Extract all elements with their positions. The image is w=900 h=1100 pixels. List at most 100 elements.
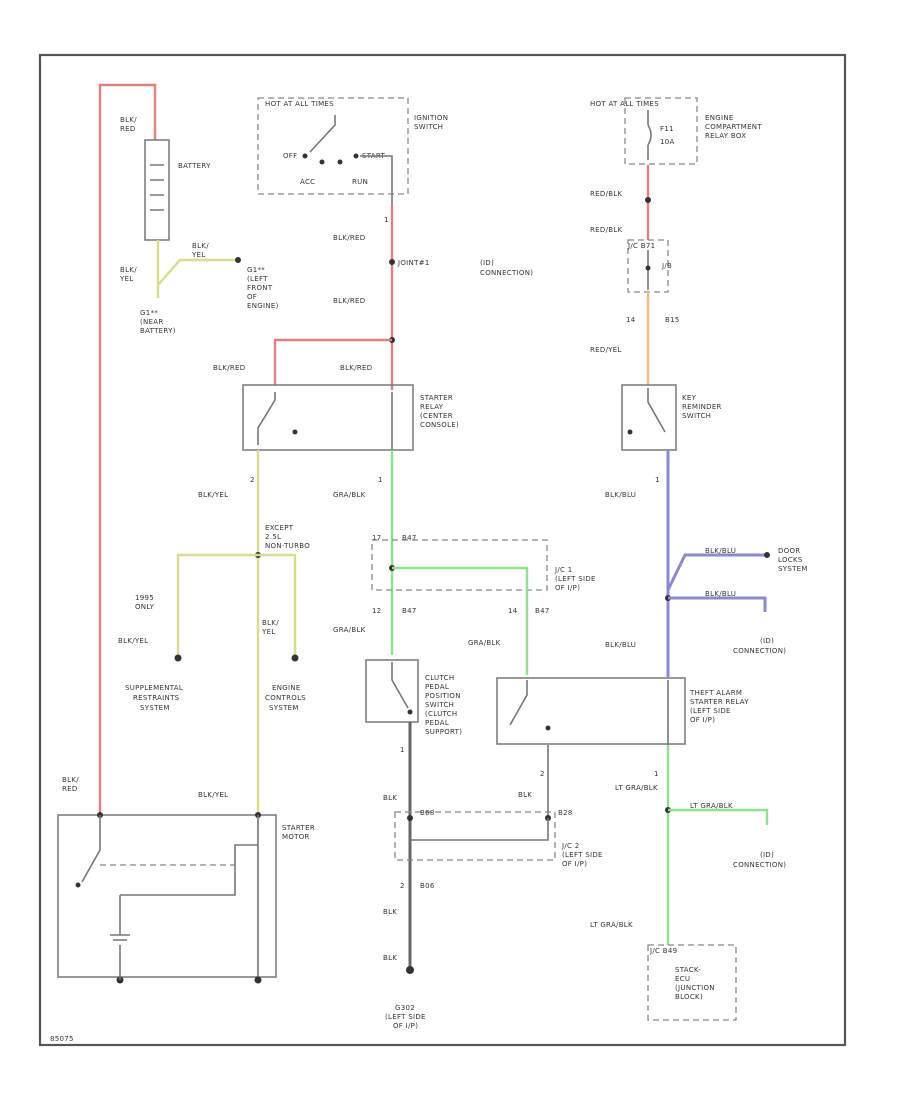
battery-cells (150, 164, 164, 211)
jc1-b47b: B47 (402, 607, 417, 615)
jc-b49-label: J/C B49 (649, 947, 677, 955)
ign-connection-label: (ID)CONNECTION) (480, 259, 533, 277)
fuse-number: F11 (660, 125, 674, 133)
motor-battery-wire-label: BLK/RED (62, 776, 79, 793)
ign-contact-run (337, 159, 343, 165)
clutch-switch-box (365, 659, 419, 723)
red-blk-splice (645, 197, 651, 203)
motor-solenoid-contact (75, 882, 81, 888)
battery-ground-label: BLK/YEL (119, 266, 137, 283)
wire-blk-red-3: BLK/RED (213, 364, 245, 372)
ignition-switch-contact (309, 115, 336, 153)
theft-relay-switch (509, 680, 528, 726)
stack-ecu-box (647, 944, 737, 1021)
sr-pin-1: 1 (378, 476, 383, 484)
wire-blk-blu-3: BLK/BLU (705, 590, 736, 598)
wire-blk-4: BLK (383, 954, 397, 962)
wire-blk-red-4: BLK/RED (340, 364, 372, 372)
wire-blk-blu-1: BLK/BLU (605, 491, 636, 499)
front-ground-wire-label: BLK/YEL (191, 242, 209, 259)
wire-blk-red-1: BLK/RED (333, 234, 365, 242)
jb-splice (645, 265, 651, 271)
wire-gra-blk-2: GRA/BLK (333, 626, 366, 634)
ground-point-front (235, 257, 241, 263)
wire-blk-red-2: BLK/RED (333, 297, 365, 305)
wire-red-blk-2: RED/BLK (590, 226, 623, 234)
battery-label: BATTERY (178, 162, 211, 170)
key-reminder-switch-box (621, 384, 677, 451)
wire-gra-blk-1: GRA/BLK (333, 491, 366, 499)
motor-armature (110, 895, 130, 941)
key-reminder-contact (647, 388, 666, 433)
diagram-frame (38, 53, 847, 1047)
ta-pin-2: 2 (540, 770, 545, 778)
ign-contact-start (353, 153, 359, 159)
engine-relay-box (624, 97, 698, 165)
wire-blk-2: BLK (518, 791, 532, 799)
b15-label: B15 (665, 316, 680, 324)
ignition-switch-box (257, 97, 409, 195)
b28-label: B28 (558, 809, 573, 817)
jc1-b47c: B47 (535, 607, 550, 615)
wire-lt-gra-blk-1: LT GRA/BLK (615, 784, 658, 792)
jc1-bus (392, 566, 529, 675)
jc1-b47: B47 (402, 534, 417, 542)
ta-connection-label: (ID)CONNECTION) (733, 851, 786, 869)
starter-relay-contact (292, 429, 298, 435)
solenoid-coil (120, 815, 259, 896)
jc1-pin-14: 14 (508, 607, 518, 615)
wire-lt-gra-blk-3: LT GRA/BLK (590, 921, 633, 929)
joint-point (389, 259, 395, 265)
clutch-pin-1: 1 (400, 746, 405, 754)
wire-red-blk-1: RED/BLK (590, 190, 623, 198)
starter-motor-box (57, 814, 277, 978)
hot-always-label: HOT AT ALL TIMES (590, 100, 659, 108)
battery-symbol (144, 139, 170, 241)
wire-blk-blu-4: BLK/BLU (605, 641, 636, 649)
ign-pin-label: 1 (384, 216, 389, 224)
jc1-box (371, 539, 548, 591)
wire-blk-blu-2: BLK/BLU (705, 547, 736, 555)
starter-relay-switch (257, 392, 276, 445)
wire-blk-yel-3: BLK/YEL (261, 619, 279, 636)
theft-relay-box (496, 677, 686, 745)
ign-off-label: OFF (283, 152, 297, 160)
figure-id: 85075 (50, 1035, 74, 1043)
motor-solenoid-switch (81, 815, 101, 883)
ta-conn-wire (668, 808, 769, 825)
ecm-terminal (291, 654, 299, 662)
ta-pin-1: 1 (654, 770, 659, 778)
joint-label: JOINT#1 (397, 259, 430, 267)
clutch-switch-contact (391, 662, 409, 709)
fuse-element (647, 124, 652, 146)
clutch-contact-dot (407, 709, 413, 715)
motor-signal-wire-label: BLK/YEL (198, 791, 228, 799)
wire-blk-yel-2: BLK/YEL (118, 637, 148, 645)
motor-ground-2 (254, 976, 262, 984)
jc1-pin-17: 17 (372, 534, 382, 542)
wire-blk-3: BLK (383, 908, 397, 916)
battery-positive-wire (98, 83, 157, 230)
jc-b71-label: J/C B71 (627, 242, 655, 250)
jb-label: J/B (661, 262, 672, 270)
ign-start-lead (360, 155, 393, 205)
ground-g302 (406, 966, 414, 974)
ign-acc-label: ACC (300, 178, 315, 186)
b68-label: B68 (420, 809, 435, 817)
ecm-branch-wire (258, 553, 297, 655)
wire-blk-yel-1: BLK/YEL (198, 491, 228, 499)
